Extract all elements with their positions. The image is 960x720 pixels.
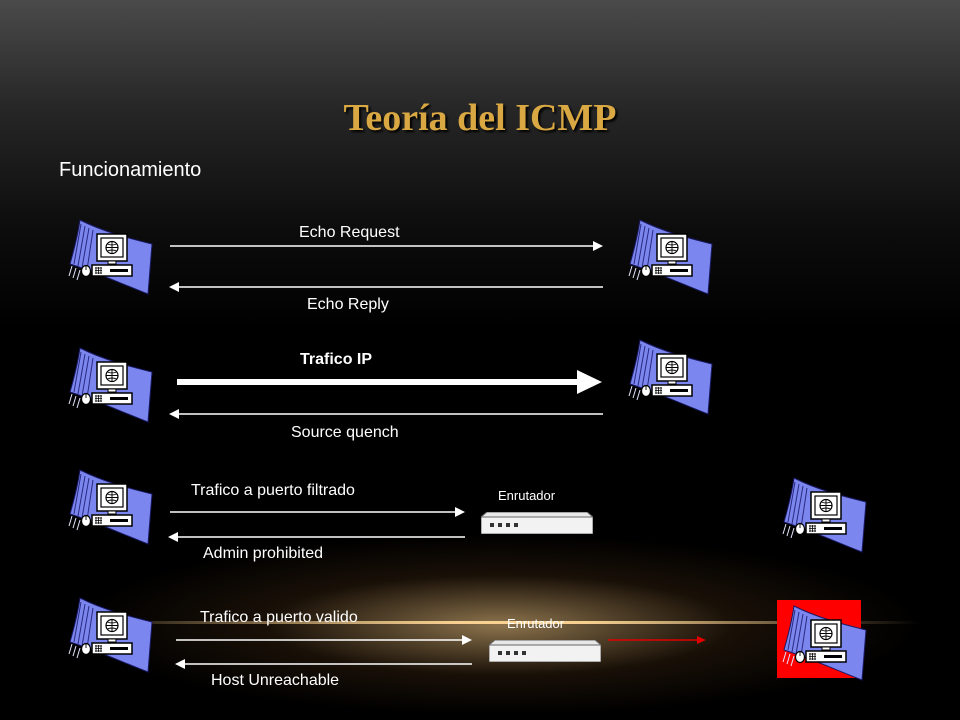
echo-reply-label: Echo Reply — [307, 296, 389, 313]
slide-subtitle: Funcionamiento — [59, 159, 202, 181]
echo-request-label: Echo Request — [299, 224, 400, 241]
admin-prohibited-arrow — [168, 532, 465, 542]
host-unreachable-label: Host Unreachable — [211, 672, 340, 689]
slide-title: Teoría del ICMP — [343, 97, 617, 139]
host-unreachable-arrow — [175, 659, 472, 669]
admin-prohibited-label: Admin prohibited — [203, 545, 324, 562]
valid-port-traffic-label: Trafico a puerto valido — [200, 609, 358, 626]
echo-request-arrow — [170, 241, 603, 251]
filtered-port-traffic-label: Trafico a puerto filtrado — [191, 482, 355, 499]
echo-reply-arrow — [169, 282, 603, 292]
ip-traffic-label: Trafico IP — [300, 351, 373, 368]
source-quench-label: Source quench — [291, 424, 399, 441]
ip-traffic-arrow — [177, 370, 602, 394]
valid-port-traffic-arrow — [176, 635, 472, 645]
filtered-port-traffic-arrow — [170, 507, 465, 517]
forward-to-host-red-arrow — [608, 636, 706, 644]
router-label: Enrutador — [507, 616, 565, 631]
source-quench-arrow — [169, 409, 603, 419]
router-label: Enrutador — [498, 488, 556, 503]
glow-line — [80, 621, 920, 624]
